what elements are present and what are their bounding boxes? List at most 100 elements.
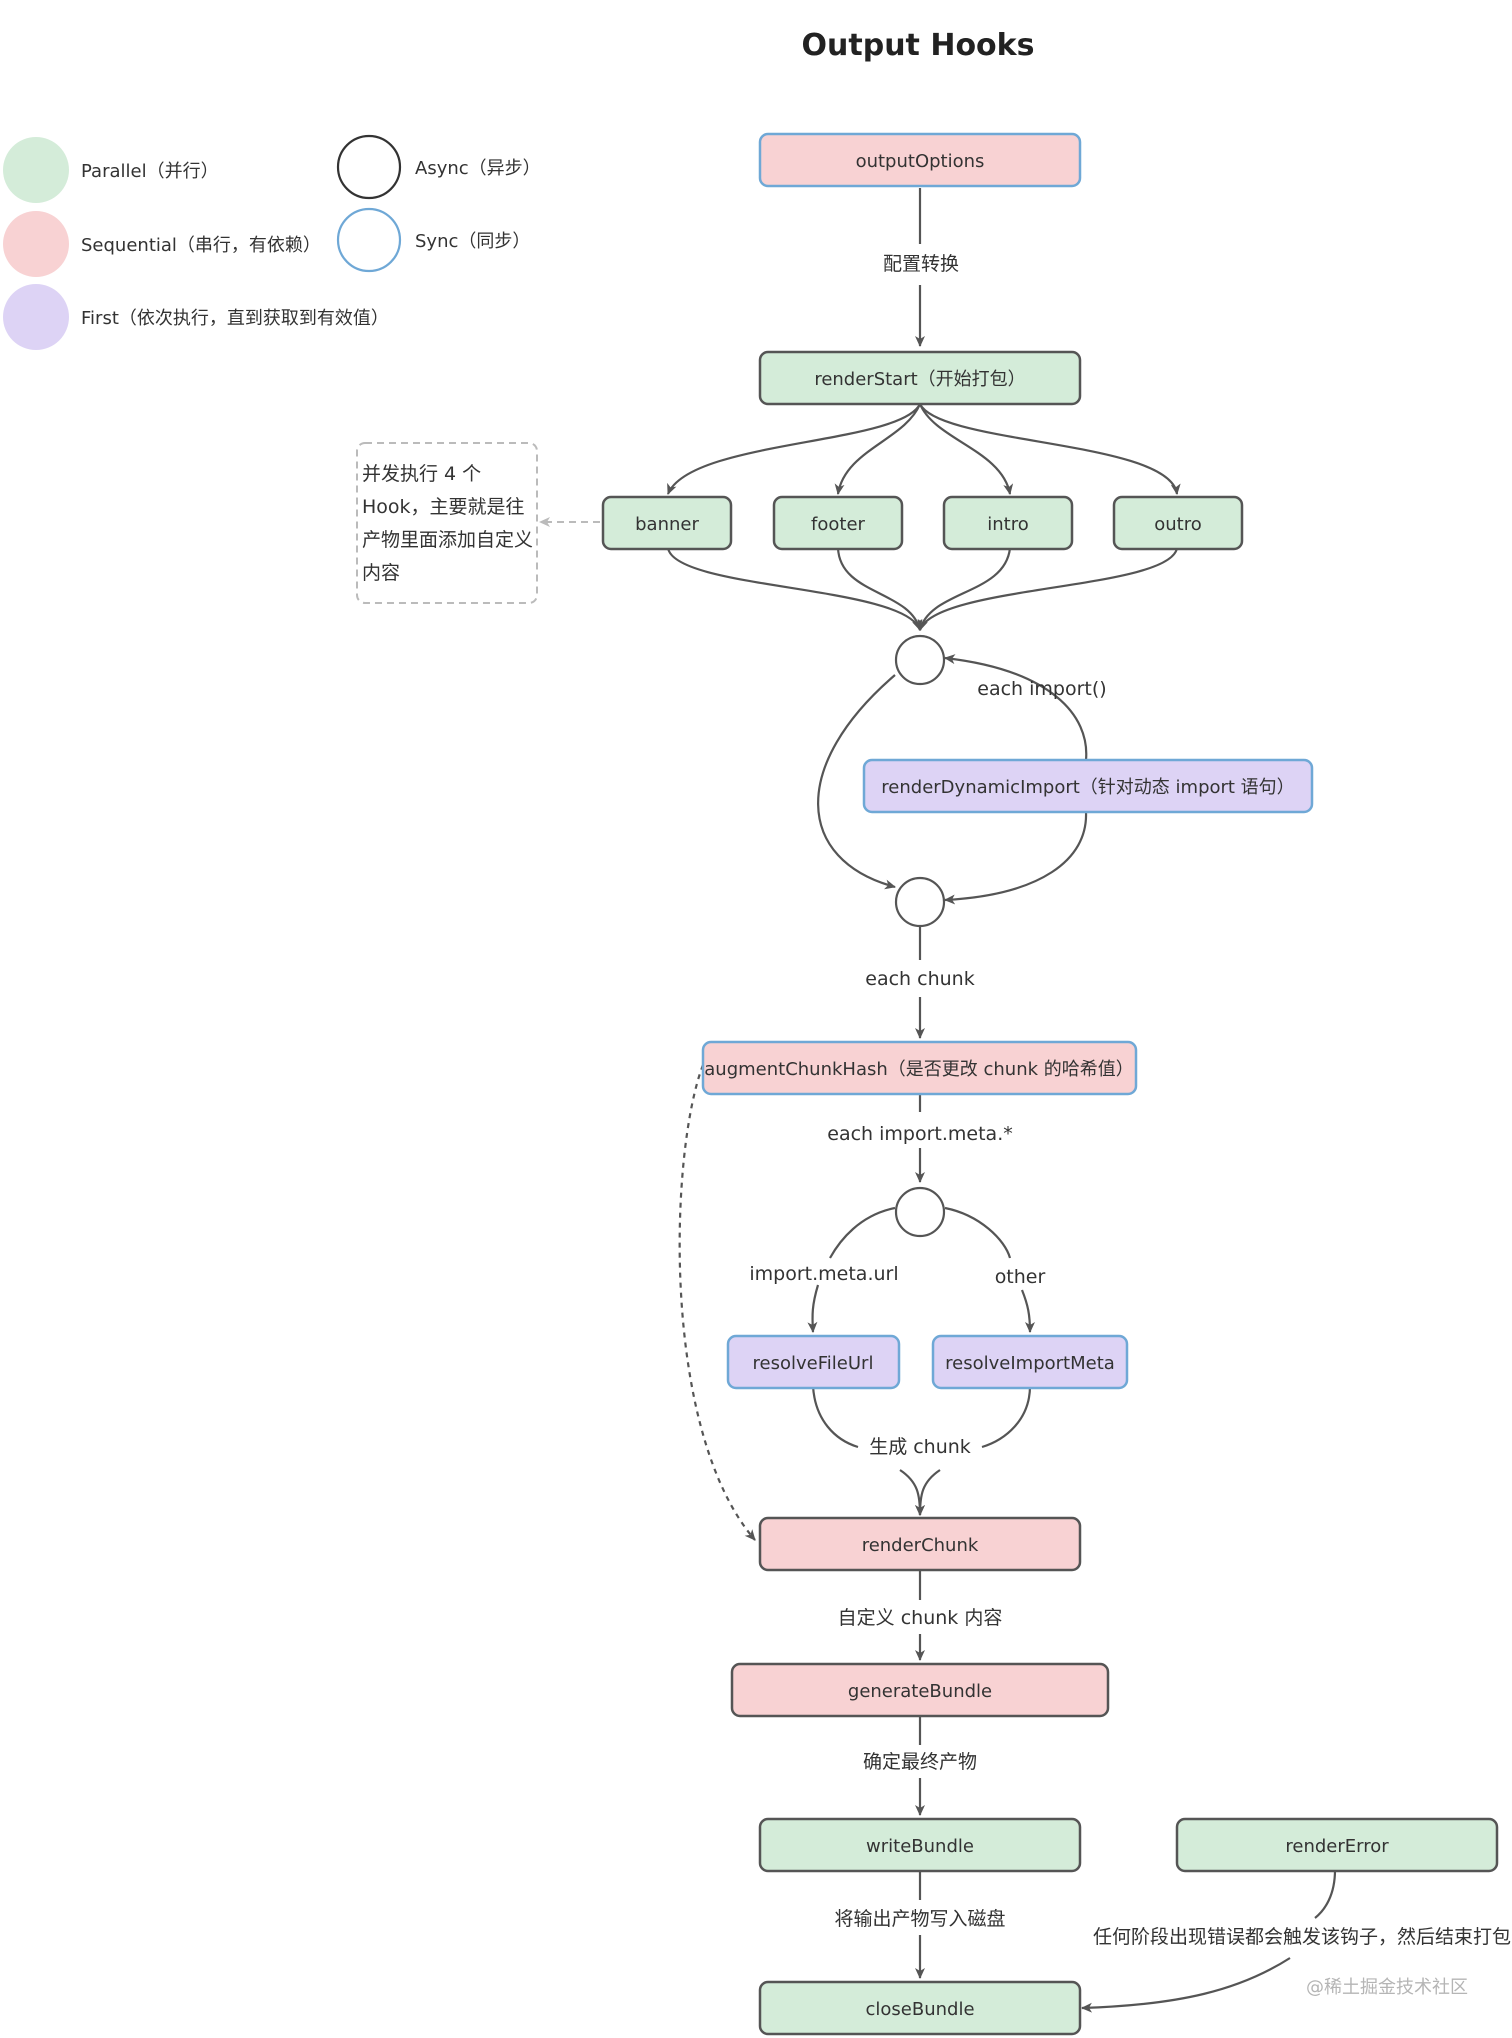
note-line-4: 内容 — [362, 562, 400, 584]
note-line-3: 产物里面添加自定义 — [362, 529, 533, 551]
node-footer[interactable]: footer — [772, 495, 904, 551]
node-augmentchunkhash[interactable]: augmentChunkHash（是否更改 chunk 的哈希值） — [701, 1040, 1138, 1096]
node-renderdynamicimport-label: renderDynamicImport（针对动态 import 语句） — [881, 777, 1294, 798]
edges — [539, 188, 1337, 2013]
legend-sequential-swatch — [3, 211, 69, 277]
node-resolveimportmeta[interactable]: resolveImportMeta — [931, 1334, 1129, 1390]
sync-merge-circle-3 — [894, 1186, 946, 1238]
node-renderchunk-label: renderChunk — [862, 1535, 979, 1556]
label-each-import: each import() — [977, 678, 1106, 700]
node-banner-label: banner — [635, 514, 699, 535]
parallel-note: 并发执行 4 个 Hook，主要就是往 产物里面添加自定义 内容 — [356, 442, 538, 604]
edge-generate-chunk-left — [899, 1469, 925, 1516]
edge-other-to-resolveimportmeta — [1020, 1289, 1035, 1333]
watermark: @稀土掘金技术社区 — [1306, 1977, 1468, 1998]
node-renderchunk-box — [758, 1516, 1082, 1572]
legend-sequential-label: Sequential（串行，有依赖） — [81, 235, 321, 256]
node-outputoptions-label: outputOptions — [856, 151, 985, 172]
node-resolvefileurl-label: resolveFileUrl — [753, 1353, 874, 1374]
node-resolveimportmeta-box — [931, 1334, 1129, 1390]
node-intro[interactable]: intro — [942, 495, 1074, 551]
node-closebundle-box — [758, 1980, 1082, 2036]
sync-merge-circle-2 — [894, 876, 946, 928]
parallel-note-box — [356, 442, 538, 604]
legend-async-swatch — [336, 134, 402, 200]
edge-augment-to-renderchunk — [678, 1064, 756, 1541]
label-import-meta-url: import.meta.url — [749, 1263, 898, 1285]
edge-resolveimportmeta-down — [981, 1385, 1032, 1449]
node-closebundle-label: closeBundle — [865, 1999, 974, 2020]
node-writebundle-label: writeBundle — [866, 1836, 974, 1857]
node-augmentchunkhash-box — [701, 1040, 1138, 1096]
edge-outro-to-merge — [918, 547, 1179, 631]
node-closebundle[interactable]: closeBundle — [758, 1980, 1082, 2036]
legend-first-label: First（依次执行，直到获取到有效值） — [81, 308, 389, 329]
node-outputoptions[interactable]: outputOptions — [758, 132, 1082, 188]
node-outro-label: outro — [1154, 514, 1202, 535]
node-footer-label: footer — [811, 514, 865, 535]
node-intro-box — [942, 495, 1074, 551]
node-writebundle-box — [758, 1817, 1082, 1873]
legend: Parallel（并行） Sequential（串行，有依赖） First（依次… — [3, 134, 541, 350]
node-renderstart-label: renderStart（开始打包） — [814, 369, 1025, 390]
edge-footer-to-merge — [836, 547, 923, 631]
label-error-note: 任何阶段出现错误都会触发该钩子，然后结束打包 — [1093, 1926, 1511, 1948]
node-generatebundle[interactable]: generateBundle — [730, 1662, 1110, 1718]
sync-merge-circle-1 — [894, 634, 946, 686]
node-footer-box — [772, 495, 904, 551]
note-line-2: Hook，主要就是往 — [362, 496, 525, 518]
edge-dynamicimport-to-circle — [944, 811, 1088, 905]
edge-renderstart-to-footer — [834, 403, 922, 495]
label-write-disk: 将输出产物写入磁盘 — [834, 1908, 1005, 1930]
edge-circle-to-metaurl-label — [829, 1206, 896, 1259]
label-each-chunk: each chunk — [865, 968, 974, 990]
node-outro-box — [1112, 495, 1244, 551]
edge-loop-left-arc — [817, 674, 896, 890]
edge-renderstart-to-banner — [666, 403, 921, 495]
edge-rendererror-down — [1314, 1869, 1337, 1919]
node-resolveimportmeta-label: resolveImportMeta — [945, 1353, 1115, 1374]
node-writebundle[interactable]: writeBundle — [758, 1817, 1082, 1873]
edge-metaurl-to-resolvefileurl — [807, 1284, 820, 1333]
label-custom-chunk: 自定义 chunk 内容 — [838, 1607, 1003, 1629]
node-renderdynamicimport-box — [862, 758, 1314, 814]
label-each-import-meta: each import.meta.* — [827, 1123, 1012, 1145]
edge-renderstart-to-outro — [919, 403, 1181, 495]
node-renderdynamicimport[interactable]: renderDynamicImport（针对动态 import 语句） — [862, 758, 1314, 814]
edge-resolvefileurl-down — [811, 1385, 859, 1449]
node-rendererror[interactable]: renderError — [1175, 1817, 1499, 1873]
node-renderchunk[interactable]: renderChunk — [758, 1516, 1082, 1572]
node-generatebundle-label: generateBundle — [848, 1681, 992, 1702]
legend-parallel-swatch — [3, 137, 69, 203]
node-generatebundle-box — [730, 1662, 1110, 1718]
label-other: other — [995, 1266, 1046, 1288]
node-outputoptions-box — [758, 132, 1082, 188]
node-outro[interactable]: outro — [1112, 495, 1244, 551]
nodes: outputOptions renderStart（开始打包） banner f… — [601, 132, 1499, 2036]
edge-intro-to-merge — [917, 547, 1012, 631]
node-rendererror-label: renderError — [1285, 1836, 1389, 1857]
node-renderstart[interactable]: renderStart（开始打包） — [758, 350, 1082, 406]
node-renderstart-box — [758, 350, 1082, 406]
node-intro-label: intro — [987, 514, 1028, 535]
node-rendererror-box — [1175, 1817, 1499, 1873]
edge-renderstart-to-intro — [918, 403, 1014, 495]
node-resolvefileurl-box — [726, 1334, 901, 1390]
edge-circle-to-other-label — [944, 1206, 1012, 1259]
legend-async-label: Async（异步） — [415, 158, 541, 179]
edge-rendererror-to-closebundle — [1081, 1957, 1291, 2013]
label-generate-chunk: 生成 chunk — [869, 1436, 971, 1458]
edge-labels: 配置转换 each import() each chunk each impor… — [749, 253, 1511, 1948]
legend-first-swatch — [3, 284, 69, 350]
label-config-transform: 配置转换 — [883, 253, 959, 275]
node-resolvefileurl[interactable]: resolveFileUrl — [726, 1334, 901, 1390]
note-line-1: 并发执行 4 个 — [362, 463, 481, 485]
node-banner[interactable]: banner — [601, 495, 733, 551]
label-final-output: 确定最终产物 — [863, 1751, 977, 1773]
legend-parallel-label: Parallel（并行） — [81, 161, 219, 182]
node-banner-box — [601, 495, 733, 551]
legend-sync-label: Sync（同步） — [415, 231, 530, 252]
edge-generate-chunk-right — [915, 1469, 941, 1516]
diagram-title: Output Hooks — [802, 28, 1035, 63]
